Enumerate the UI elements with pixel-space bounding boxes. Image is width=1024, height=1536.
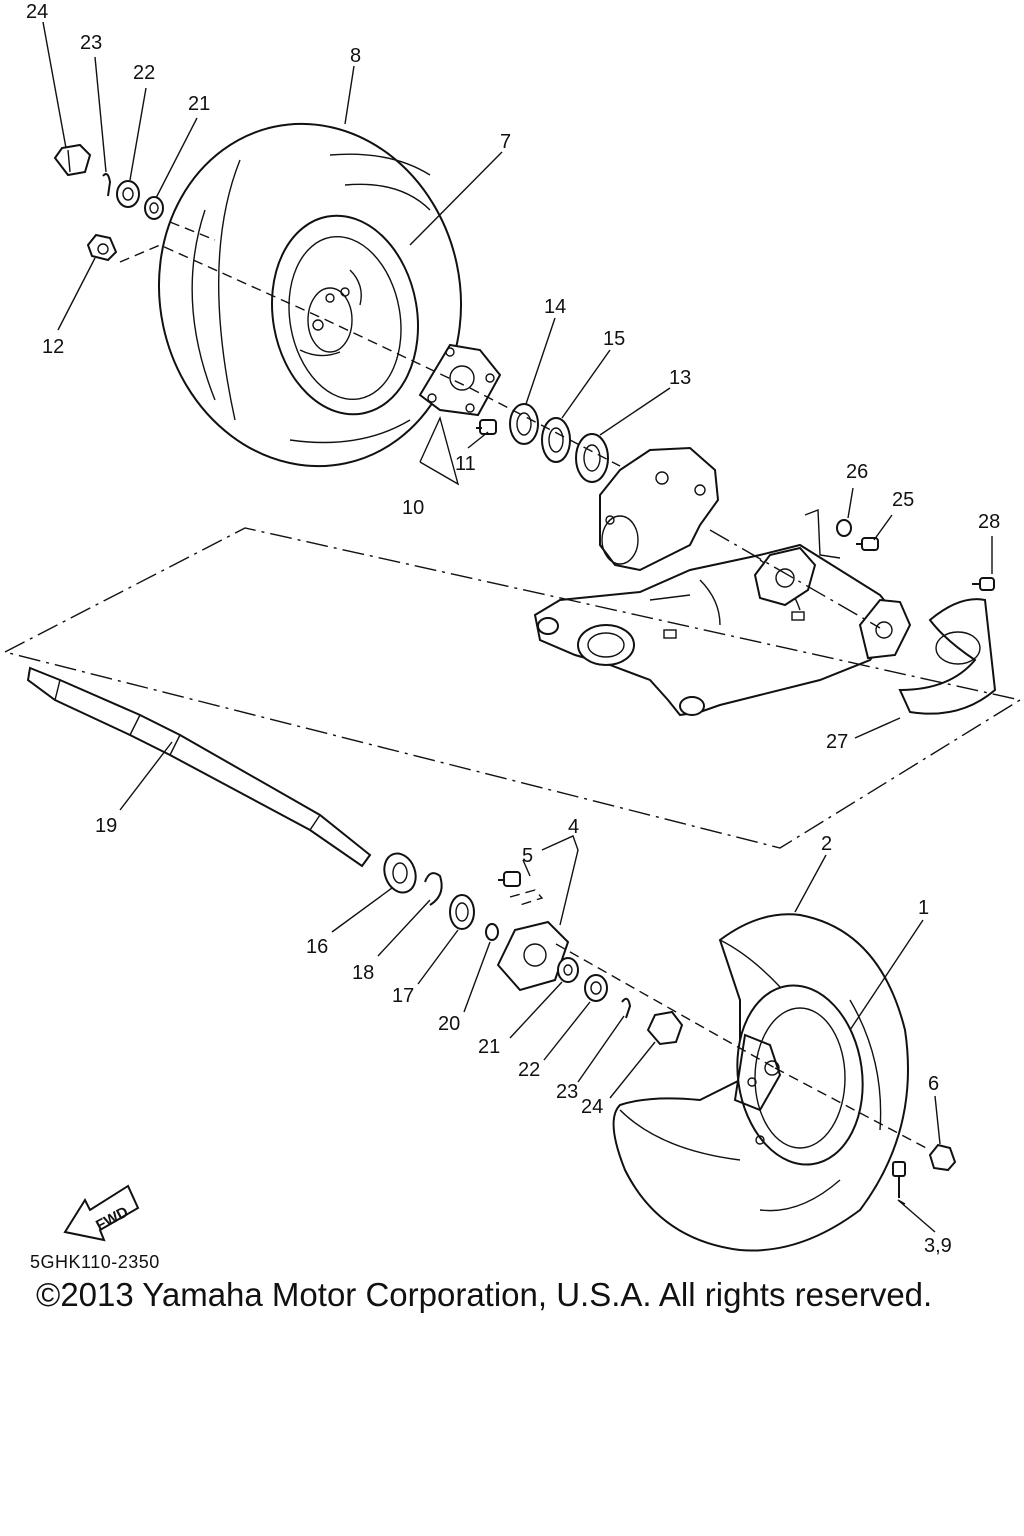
cotter-pin-23-lower xyxy=(621,997,632,1019)
o-ring-20 xyxy=(485,923,499,941)
callout-18: 18 xyxy=(352,962,374,984)
washer-26 xyxy=(836,519,852,537)
callout-4: 4 xyxy=(568,816,579,838)
callout-24-lower: 24 xyxy=(581,1096,603,1118)
bolt-28 xyxy=(972,577,995,591)
bearing-13 xyxy=(575,433,609,483)
washer-21-lower xyxy=(557,957,579,983)
oil-seal-17 xyxy=(449,894,475,930)
wheel-nut-6 xyxy=(928,1143,957,1172)
callout-22-lower: 22 xyxy=(518,1059,540,1081)
rear-axle-19 xyxy=(26,666,372,868)
callout-3-9: 3,9 xyxy=(924,1235,952,1257)
upper-hub xyxy=(418,343,502,417)
callout-11: 11 xyxy=(455,453,476,475)
diagram-code: 5GHK110-2350 xyxy=(30,1252,160,1272)
callout-25: 25 xyxy=(892,489,914,511)
axle-nut-cap-24-lower xyxy=(646,1010,684,1046)
callout-26: 26 xyxy=(846,461,868,483)
swing-arm-hub-flange xyxy=(858,598,912,660)
callout-23-upper: 23 xyxy=(80,32,102,54)
callout-17: 17 xyxy=(392,985,414,1007)
assembly-center-lines xyxy=(119,221,931,1151)
brake-mount-bracket xyxy=(753,546,817,607)
axle-reference-box xyxy=(3,527,1022,849)
callout-15: 15 xyxy=(603,328,625,350)
bearing-16 xyxy=(383,852,417,894)
final-gear-case xyxy=(599,446,720,572)
callout-6: 6 xyxy=(928,1073,939,1095)
callout-19: 19 xyxy=(95,815,117,837)
forward-direction-arrow: FWD xyxy=(63,1184,140,1242)
callout-27: 27 xyxy=(826,731,848,753)
callout-10: 10 xyxy=(402,497,424,519)
axle-nut-cap-24 xyxy=(53,143,92,177)
callout-20: 20 xyxy=(438,1013,460,1035)
bolt-25 xyxy=(856,537,879,551)
oil-seal-15 xyxy=(541,417,571,463)
lower-wheel-rim xyxy=(733,984,864,1166)
bolt-5 xyxy=(498,871,521,887)
callout-24-upper: 24 xyxy=(26,1,48,23)
valve-stem-3-9 xyxy=(892,1161,906,1198)
callout-23-lower: 23 xyxy=(556,1081,578,1103)
callout-21-lower: 21 xyxy=(478,1036,500,1058)
axle-nut-22 xyxy=(116,180,140,208)
callout-21-upper: 21 xyxy=(188,93,210,115)
callout-16: 16 xyxy=(306,936,328,958)
lower-hub-4 xyxy=(496,920,570,992)
leader-lines xyxy=(42,21,993,1233)
callout-22-upper: 22 xyxy=(133,62,155,84)
hub-bolt xyxy=(476,419,497,435)
upper-wheel-rim xyxy=(270,214,420,416)
callout-2: 2 xyxy=(821,833,832,855)
callout-14: 14 xyxy=(544,296,566,318)
callout-13: 13 xyxy=(669,367,691,389)
callout-7: 7 xyxy=(500,131,511,153)
circlip-18 xyxy=(424,872,443,906)
washer-21 xyxy=(144,196,164,220)
callout-28: 28 xyxy=(978,511,1000,533)
axle-nut-22-lower xyxy=(584,974,608,1002)
callout-12: 12 xyxy=(42,336,64,358)
oil-seal-14 xyxy=(509,403,539,445)
cotter-pin-23 xyxy=(102,173,112,197)
disc-guard-27 xyxy=(898,598,997,715)
wheel-nut-12 xyxy=(86,233,118,262)
callout-1: 1 xyxy=(918,897,929,919)
callout-5: 5 xyxy=(522,845,533,867)
callout-8: 8 xyxy=(350,45,361,67)
copyright-notice: ©2013 Yamaha Motor Corporation, U.S.A. A… xyxy=(36,1276,933,1313)
rear-swing-arm xyxy=(533,543,902,717)
